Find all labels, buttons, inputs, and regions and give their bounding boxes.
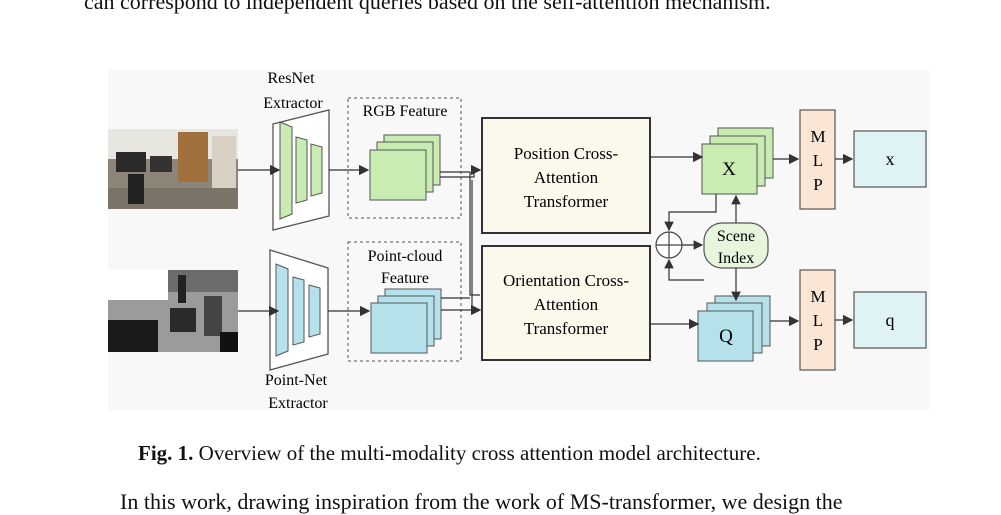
arrow-q-to-concat — [664, 258, 704, 281]
q-stack-label: Q — [719, 326, 733, 347]
orientation-transformer-line2: Attention — [534, 295, 599, 314]
mlp-top-l: L — [813, 151, 823, 170]
resnet-label-line2: Extractor — [263, 95, 323, 112]
arrow-x-to-concat — [664, 194, 717, 232]
architecture-figure: ResNet Extractor Point-Net Extractor RGB… — [108, 70, 930, 412]
mlp-bottom-m: M — [810, 287, 825, 306]
position-transformer-line3: Transformer — [524, 192, 609, 211]
rgb-feature-label: RGB Feature — [363, 103, 448, 120]
mlp-bottom-l: L — [813, 311, 823, 330]
architecture-diagram: ResNet Extractor Point-Net Extractor RGB… — [108, 70, 927, 412]
mlp-top-box — [799, 109, 836, 210]
pointcloud-feature-label2: Feature — [381, 270, 429, 287]
scene-index-line2: Index — [718, 250, 754, 267]
output-x-box — [853, 130, 927, 188]
rgb-input-image — [108, 129, 238, 209]
pointcloud-feature-stack — [370, 288, 442, 354]
rgb-feature-box — [347, 97, 462, 219]
scene-index-line1: Scene — [717, 228, 755, 245]
caption-label: Fig. 1. — [138, 441, 194, 465]
rgb-feature-stack — [369, 134, 441, 201]
concat-operator — [655, 231, 683, 259]
orientation-transformer-box — [481, 245, 651, 361]
pointcloud-feature-box — [347, 241, 462, 362]
pointnet-label-line2: Extractor — [268, 395, 328, 410]
output-q-box — [853, 291, 927, 349]
resnet-label-line1: ResNet — [267, 70, 315, 87]
depth-input-image — [108, 270, 238, 352]
mlp-top-p: P — [813, 175, 822, 194]
x-feature-stack — [701, 127, 774, 195]
resnet-extractor — [272, 109, 330, 231]
feature-routing-lines — [440, 170, 480, 311]
pointnet-extractor — [269, 249, 329, 371]
output-x-label: x — [886, 149, 895, 169]
position-transformer-line2: Attention — [534, 168, 599, 187]
mlp-top-m: M — [810, 127, 825, 146]
output-q-label: q — [886, 310, 895, 330]
body-text-bottom: In this work, drawing inspiration from t… — [120, 489, 843, 514]
orientation-transformer-line3: Transformer — [524, 319, 609, 338]
figure-caption: Fig. 1. Overview of the multi-modality c… — [138, 441, 898, 466]
q-feature-stack — [697, 295, 771, 362]
body-text-top: can correspond to independent queries ba… — [84, 0, 771, 14]
mlp-bottom-p: P — [813, 335, 822, 354]
caption-text: Overview of the multi-modality cross att… — [193, 441, 761, 465]
pointcloud-feature-label1: Point-cloud — [368, 248, 443, 265]
position-transformer-box — [481, 117, 651, 234]
pointnet-label-line1: Point-Net — [265, 372, 328, 389]
position-transformer-line1: Position Cross- — [514, 144, 619, 163]
orientation-transformer-line1: Orientation Cross- — [503, 271, 629, 290]
mlp-bottom-box — [799, 269, 836, 371]
x-stack-label: X — [722, 159, 736, 180]
